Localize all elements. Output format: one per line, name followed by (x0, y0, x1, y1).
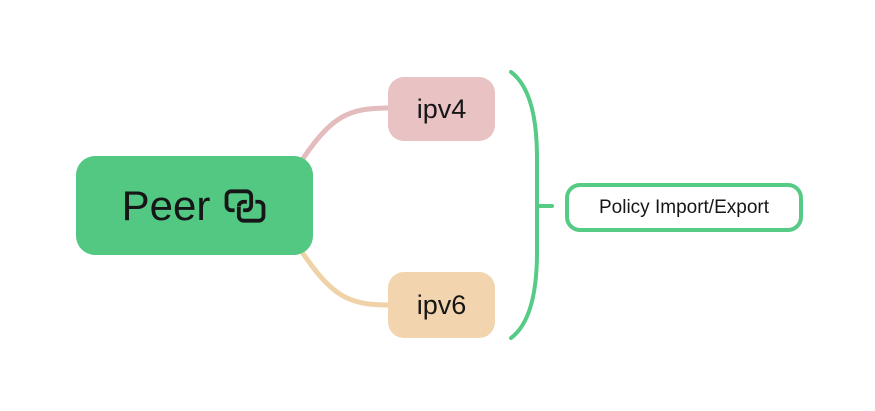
children-brace (509, 70, 539, 340)
policy-import-export-node[interactable]: Policy Import/Export (565, 183, 803, 232)
ipv4-node[interactable]: ipv4 (388, 77, 495, 141)
peer-node-label: Peer (121, 181, 211, 229)
ipv6-node-label: ipv6 (416, 289, 467, 320)
peer-node[interactable]: Peer (76, 156, 313, 255)
ipv6-node[interactable]: ipv6 (388, 272, 495, 338)
link-chain-icon (223, 187, 266, 223)
connector-peer-ipv4 (299, 105, 392, 163)
ipv4-node-label: ipv4 (416, 93, 467, 124)
policy-import-export-label: Policy Import/Export (599, 196, 769, 218)
connector-peer-ipv6 (299, 249, 392, 308)
